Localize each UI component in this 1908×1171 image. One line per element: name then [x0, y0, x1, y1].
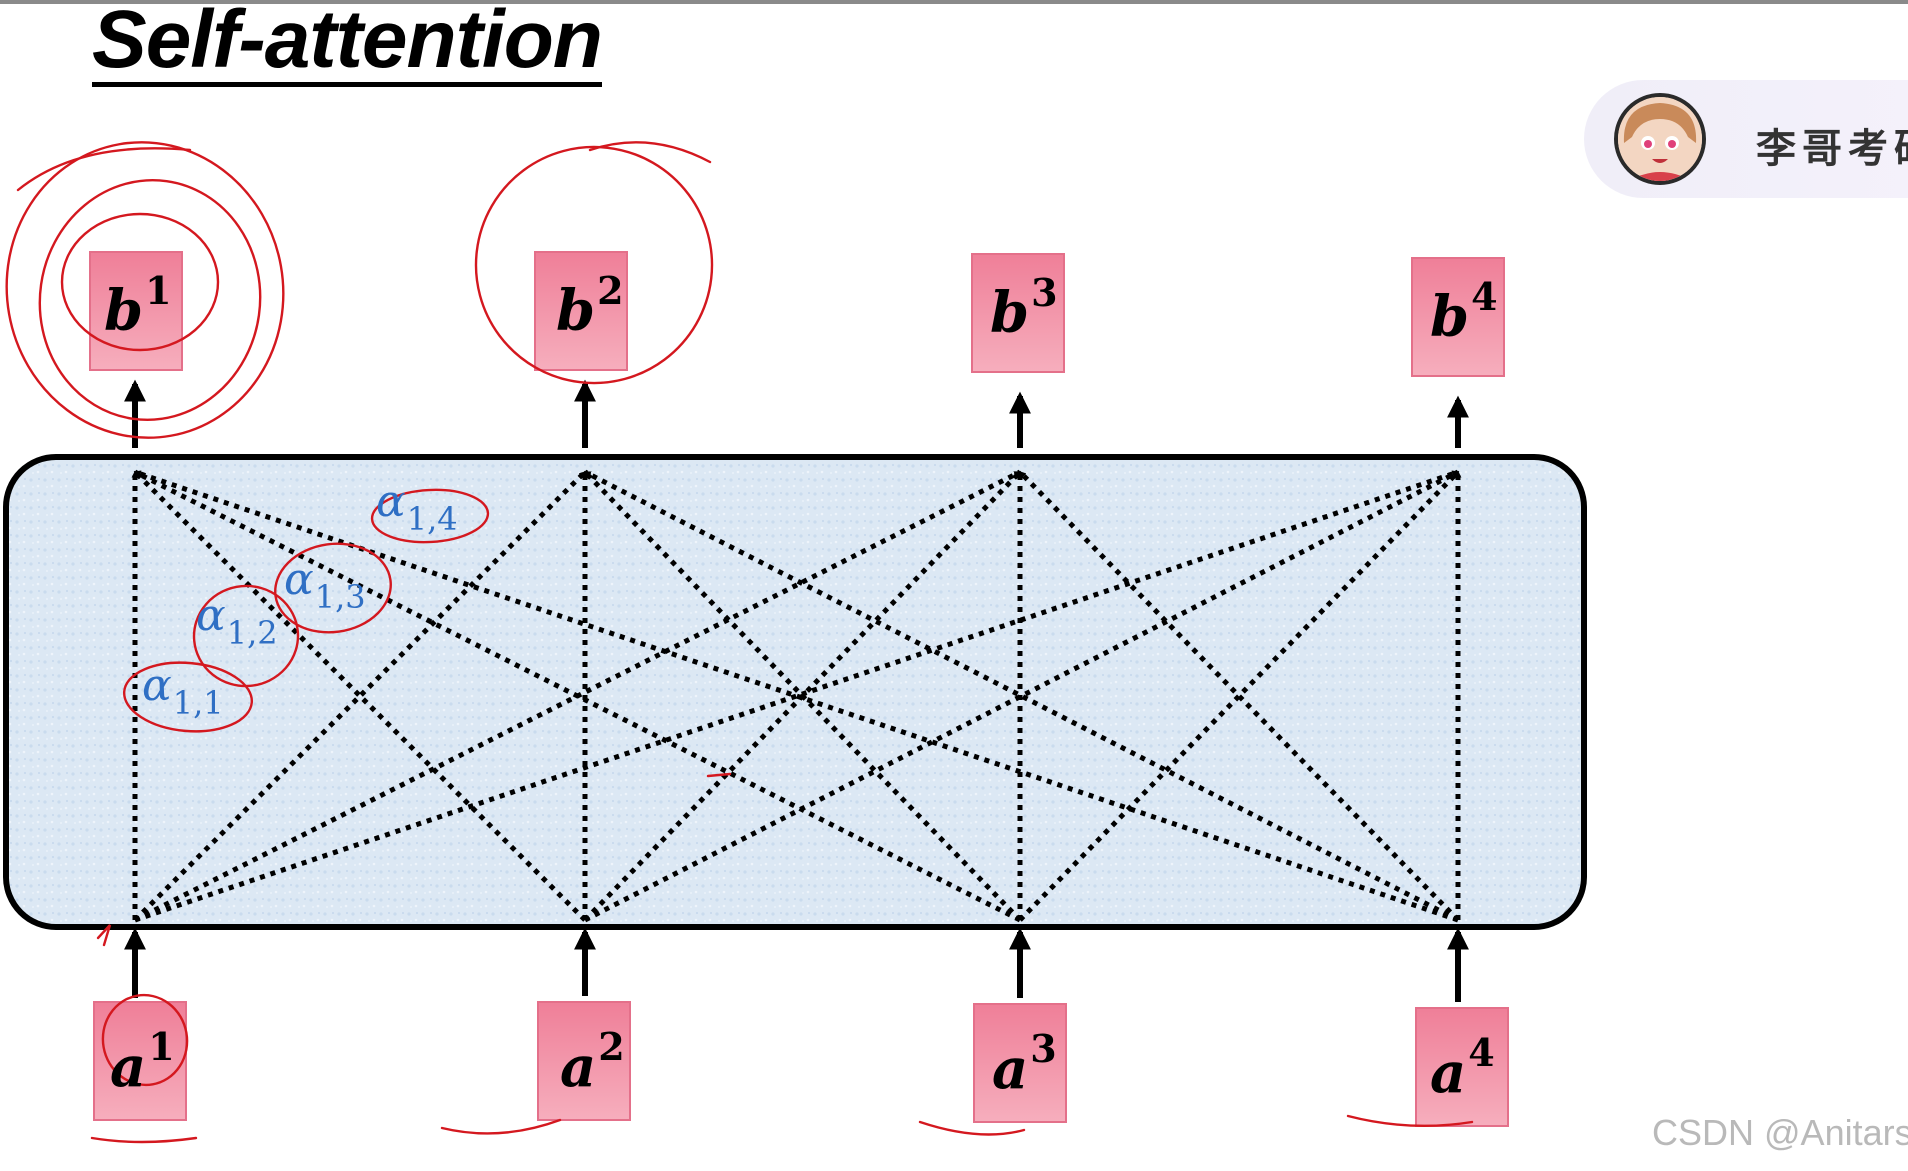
annotation-circle-alpha12 [192, 584, 300, 688]
annotation-stroke-b1-top [16, 147, 192, 192]
self-attention-panel [3, 454, 1587, 930]
input-label-a4: a4 [1430, 1030, 1495, 1106]
input-output-arrows [124, 379, 1469, 1002]
annotation-circle-b1-mid [38, 178, 262, 422]
top-border [0, 0, 1908, 4]
nodes [89, 251, 1509, 1127]
slide-title: Self-attention [92, 0, 603, 87]
attention-link-a2-b1 [133, 470, 587, 922]
input-node-a3 [973, 1003, 1067, 1123]
annotation-circle-alpha11 [122, 661, 254, 733]
attention-link-a4-b2 [583, 469, 1460, 923]
annotation-tick [96, 924, 112, 947]
alpha-label-1-2: α1,2 [196, 590, 278, 652]
annotation-underline-a2 [440, 1118, 562, 1135]
output-label-b2: b2 [556, 268, 624, 344]
input-node-a2 [537, 1001, 631, 1121]
alpha-label-1-1: α1,1 [142, 660, 224, 722]
attention-link-a4-b1 [133, 469, 1459, 923]
annotation-stroke-b2-top [588, 141, 712, 164]
input-label-a2: a2 [560, 1024, 625, 1100]
alpha-label-1-3: α1,3 [284, 554, 366, 616]
annotation-tick-center [706, 772, 732, 778]
attention-connections [131, 469, 1462, 923]
annotation-underline-a3 [918, 1120, 1026, 1136]
output-label-b4: b4 [1430, 274, 1498, 350]
output-label-b1: b1 [104, 268, 172, 344]
attention-link-a3-b2 [583, 470, 1022, 922]
annotation-circle-alpha14 [370, 488, 490, 544]
attention-link-a1-b4 [134, 469, 1460, 923]
watermark: CSDN @Anitars [1652, 1112, 1908, 1153]
annotation-underline-a4 [1346, 1114, 1474, 1128]
annotation-circle-b1-inner [60, 212, 220, 352]
output-node-b2 [534, 251, 628, 371]
output-node-b3 [971, 253, 1065, 373]
input-label-a1: a1 [110, 1024, 175, 1100]
alpha-label-1-4: α1,4 [376, 476, 458, 538]
attention-link-a2-b4 [583, 469, 1460, 923]
input-node-a4 [1415, 1007, 1509, 1127]
channel-name: 李哥考研 [1756, 126, 1908, 172]
hand-annotations [5, 141, 1474, 1144]
annotation-circle-a1 [101, 993, 189, 1087]
output-node-b4 [1411, 257, 1505, 377]
annotation-underline-a1 [90, 1136, 198, 1144]
output-label-b3: b3 [990, 270, 1058, 346]
channel-badge[interactable]: 李哥考研 [1584, 80, 1908, 198]
avatar-icon [1614, 93, 1706, 185]
input-label-a3: a3 [992, 1026, 1057, 1102]
attention-link-a1-b2 [133, 470, 587, 922]
annotation-circle-b2 [474, 145, 714, 385]
annotation-circle-alpha13 [274, 542, 392, 634]
annotation-circle-b1-outer [5, 141, 285, 439]
attention-link-a3-b1 [133, 469, 1022, 923]
